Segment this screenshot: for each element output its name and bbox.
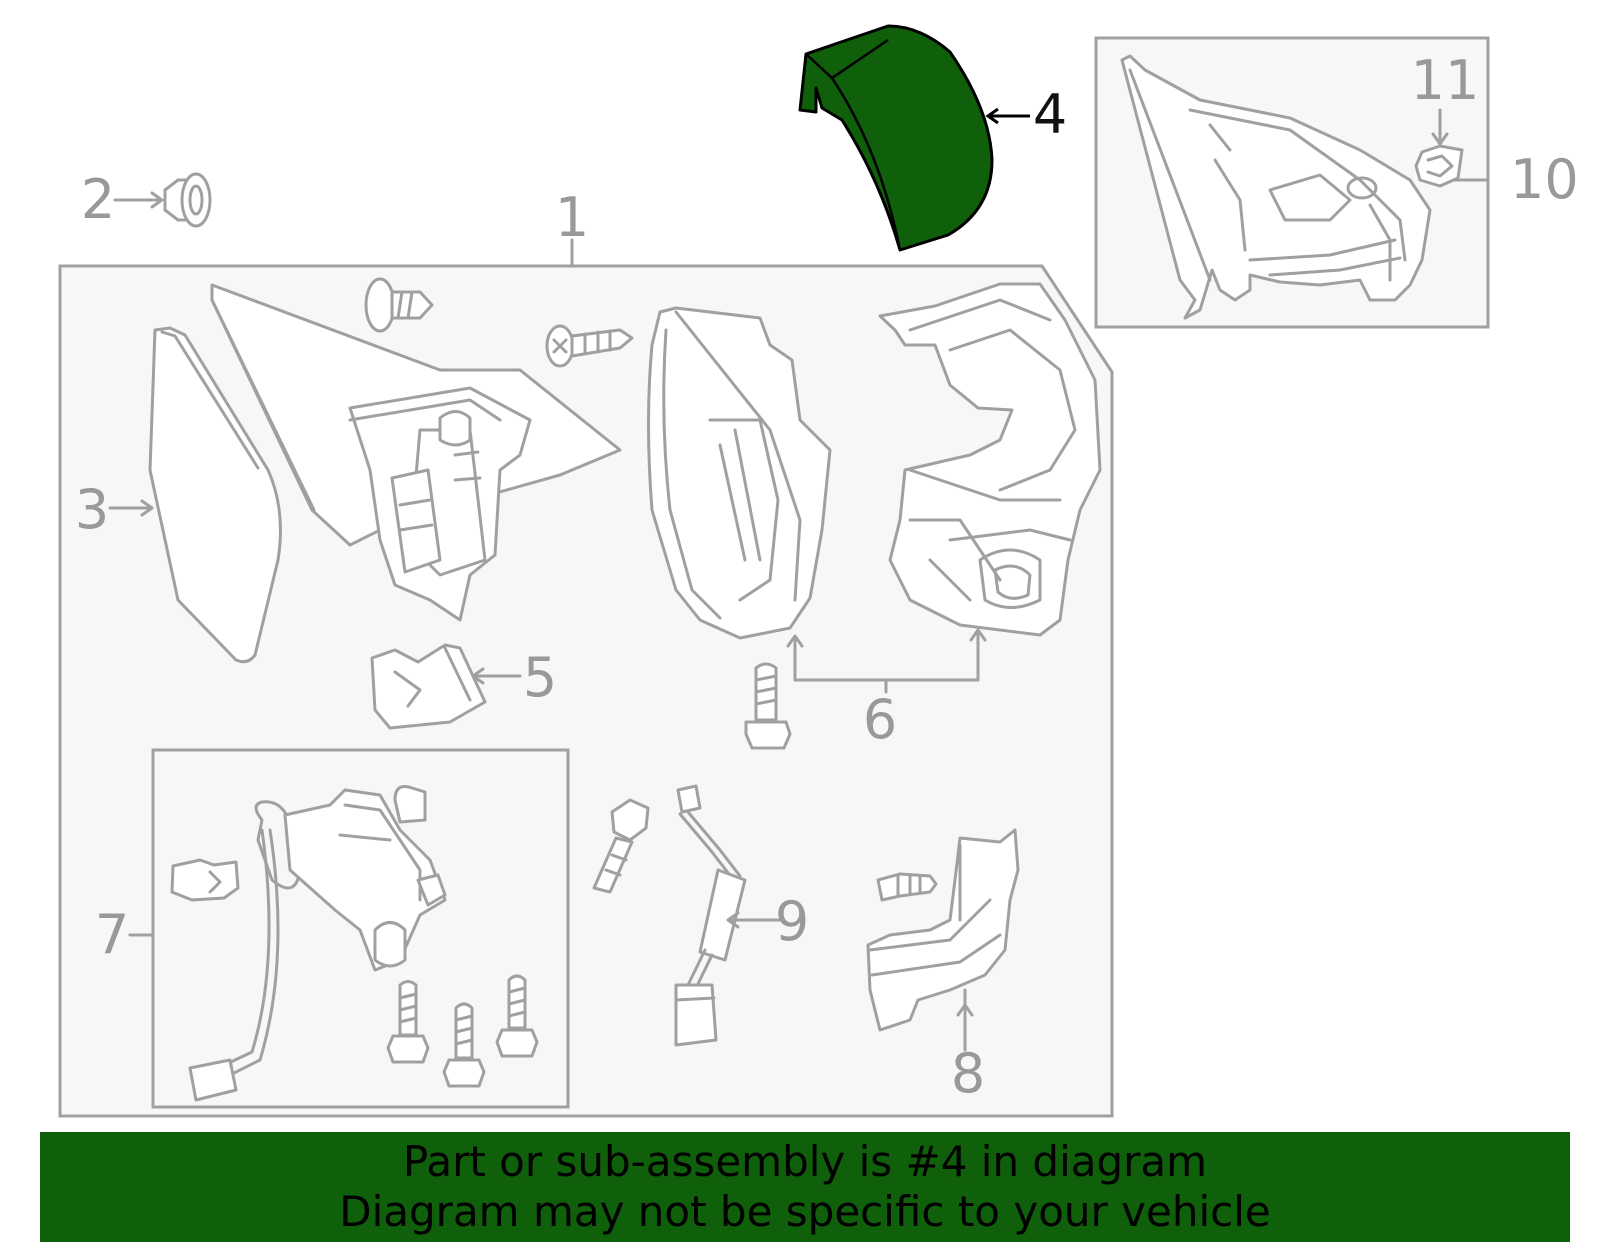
part-5-bracket: [370, 643, 522, 730]
callout-6: 6: [863, 688, 897, 751]
part-3-mirror-glass: [108, 326, 282, 664]
callout-8: 8: [951, 1042, 985, 1105]
part-7-bolts: [386, 974, 539, 1088]
bolt-housing: [744, 662, 792, 750]
banner-line-1: Part or sub-assembly is #4 in diagram: [402, 1137, 1208, 1186]
callout-5: 5: [523, 646, 557, 709]
part-6-housing-rear: [878, 282, 1102, 637]
screw-middle: [545, 324, 634, 368]
info-banner: Part or sub-assembly is #4 in diagram Di…: [40, 1132, 1570, 1242]
part-10-mirror-base: [1120, 54, 1490, 320]
callout-7: 7: [95, 903, 129, 966]
part-6-housing-front: [647, 306, 832, 640]
callout-2: 2: [81, 168, 115, 231]
callout-1: 1: [555, 186, 589, 249]
callout-11: 11: [1411, 49, 1480, 112]
part-8-turn-signal: [866, 828, 1020, 1052]
callout-10: 10: [1510, 148, 1579, 211]
callout-3: 3: [75, 478, 109, 541]
part-6-leaders: [786, 628, 987, 694]
part-2-clip: [113, 172, 212, 228]
screw-top: [364, 277, 434, 333]
part-4-mirror-cover[interactable]: [798, 24, 1030, 252]
banner-line-2: Diagram may not be specific to your vehi…: [339, 1187, 1271, 1236]
part-9-sensor-wire: [674, 784, 782, 1047]
callout-9: 9: [775, 890, 809, 953]
mirror-actuator: [210, 283, 622, 622]
part-11-clip: [1414, 108, 1464, 188]
part-7-harness: [128, 785, 447, 1102]
callout-4: 4: [1033, 83, 1067, 146]
bolt-9: [592, 798, 650, 894]
